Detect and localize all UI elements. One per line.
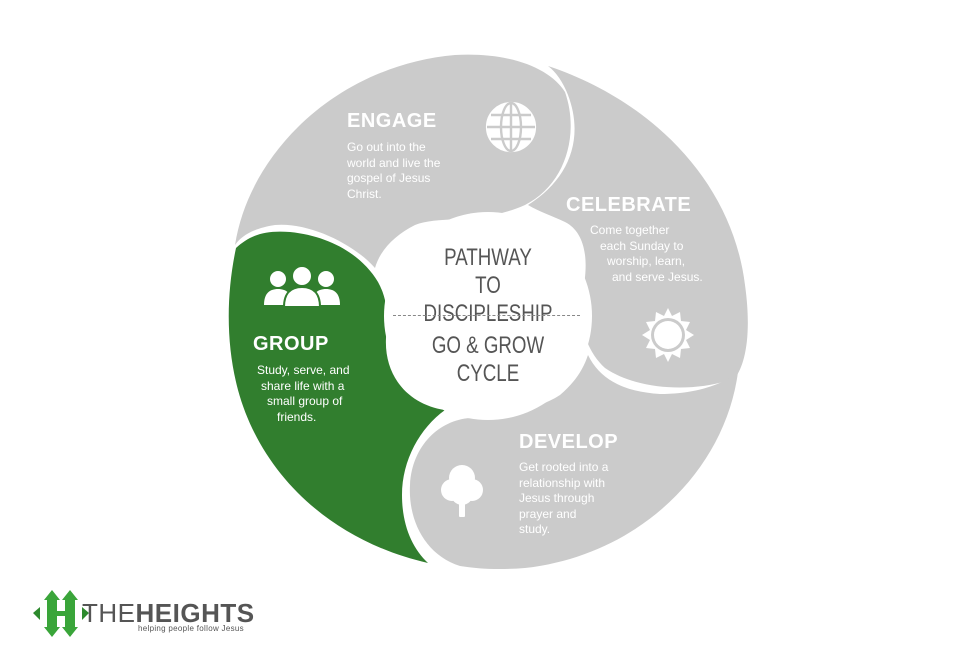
group-title: GROUP — [253, 333, 329, 355]
logo-word-the: THE — [82, 598, 136, 628]
engage-line: Christ. — [347, 186, 382, 201]
celebrate-title: CELEBRATE — [566, 194, 692, 216]
develop-segment — [409, 355, 738, 570]
celebrate-line: each Sunday to — [600, 238, 684, 253]
develop-line: Get rooted into a — [519, 460, 609, 474]
people-icon — [264, 265, 340, 308]
group-line: small group of — [267, 394, 343, 408]
group-line: Study, serve, and — [257, 363, 350, 377]
group-line: friends. — [277, 409, 317, 424]
engage-description: Go out into the world and live the gospe… — [347, 140, 440, 202]
center-subtitle-line: CYCLE — [456, 360, 520, 387]
logo-word-heights: HEIGHTS — [135, 598, 255, 628]
celebrate-line: Come together — [590, 223, 670, 237]
engage-line: world and live the — [347, 155, 441, 170]
logo-icon — [33, 590, 89, 637]
center-divider — [393, 315, 580, 316]
center-circle — [384, 212, 592, 420]
globe-icon — [485, 101, 537, 153]
center-title: PATHWAY TO DISCIPLESHIP — [410, 244, 566, 328]
center-title-line: TO DISCIPLESHIP — [423, 272, 553, 327]
develop-line: prayer and — [519, 506, 577, 521]
sun-icon — [642, 308, 694, 362]
develop-line: study. — [519, 522, 551, 536]
center-subtitle-line: GO & GROW — [431, 332, 545, 359]
develop-line: Jesus through — [519, 491, 595, 505]
celebrate-line: and serve Jesus. — [612, 269, 703, 284]
celebrate-line: worship, learn, — [607, 254, 686, 268]
develop-description: Get rooted into a relationship with Jesu… — [519, 460, 608, 538]
center-title-line: PATHWAY — [444, 244, 532, 271]
engage-line: Go out into the — [347, 140, 426, 154]
tree-icon — [441, 465, 483, 517]
center-subtitle: GO & GROW CYCLE — [410, 332, 566, 388]
logo-tagline: helping people follow Jesus — [138, 624, 244, 633]
develop-line: relationship with — [519, 475, 606, 490]
group-line: share life with a — [261, 378, 345, 393]
group-segment — [228, 231, 445, 564]
celebrate-description: Come together each Sunday to worship, le… — [590, 223, 703, 285]
engage-title: ENGAGE — [347, 110, 437, 132]
develop-title: DEVELOP — [519, 431, 619, 453]
group-description: Study, serve, and share life with a smal… — [257, 363, 350, 425]
logo-wordmark: THEHEIGHTS — [82, 598, 255, 629]
engage-line: gospel of Jesus — [347, 171, 431, 185]
